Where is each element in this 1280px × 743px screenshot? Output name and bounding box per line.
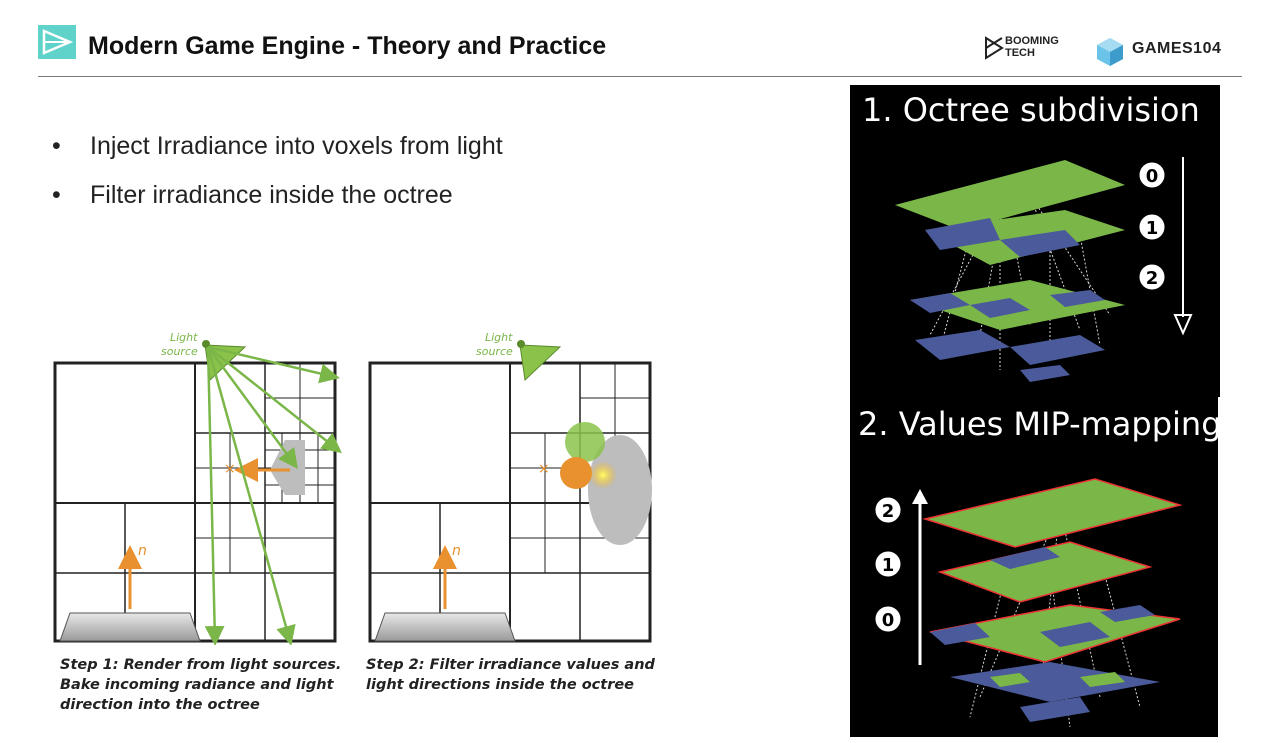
bullet-item: •Inject Irradiance into voxels from ligh… xyxy=(52,132,503,160)
panel2-title: 2. Values MIP-mapping xyxy=(858,405,1222,443)
light-label-1a: Light xyxy=(170,331,198,344)
slide-title: Modern Game Engine - Theory and Practice xyxy=(88,32,607,60)
level-2-icon: 2 xyxy=(882,501,895,522)
level-1-icon: 1 xyxy=(882,555,895,576)
panel1-title: 1. Octree subdivision xyxy=(862,91,1200,129)
octree-grid-step1 xyxy=(53,361,337,643)
mip-mapping-panel: 2. Values MIP-mapping 2 1 0 xyxy=(850,397,1222,737)
level-1-icon: 1 xyxy=(1146,218,1159,239)
header-divider xyxy=(38,76,1242,77)
bullet-list: •Inject Irradiance into voxels from ligh… xyxy=(52,132,503,230)
normal-label-1: n xyxy=(138,543,147,559)
logo-icon xyxy=(38,25,76,59)
svg-text:×: × xyxy=(538,461,550,477)
bullet-item: •Filter irradiance inside the octree xyxy=(52,181,453,209)
svg-text:×: × xyxy=(224,461,236,477)
level-0-icon: 0 xyxy=(1146,166,1159,187)
light-label-2b: source xyxy=(476,345,513,358)
games104-logo-icon xyxy=(1095,36,1125,73)
light-label-1b: source xyxy=(161,345,198,358)
octree-subdivision-panel: 1. Octree subdivision 0 1 2 xyxy=(850,85,1220,397)
light-label-2a: Light xyxy=(485,331,513,344)
level-0-icon: 0 xyxy=(882,610,895,631)
normal-label-2: n xyxy=(452,543,461,559)
booming-label: BOOMING xyxy=(1005,35,1059,47)
games104-label: GAMES104 xyxy=(1132,40,1222,57)
step2-caption: Step 2: Filter irradiance values and lig… xyxy=(366,657,655,693)
arrow-up-icon xyxy=(912,489,928,504)
level-2-icon: 2 xyxy=(1146,268,1159,289)
tech-label: TECH xyxy=(1005,47,1035,59)
arrow-down-icon xyxy=(1173,314,1193,336)
step1-caption: Step 1: Render from light sources. Bake … xyxy=(60,657,342,713)
octree-step-diagram: n × Light source xyxy=(40,325,680,646)
